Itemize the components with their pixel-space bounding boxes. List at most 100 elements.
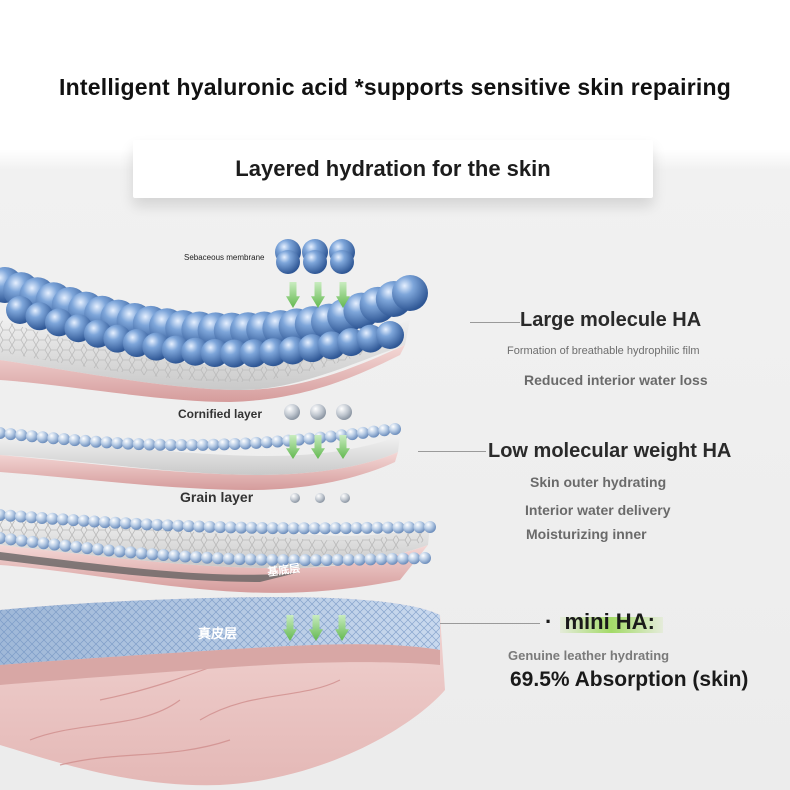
molecule-sphere [69, 434, 81, 446]
molecule-sphere [79, 435, 91, 447]
molecule-sphere [99, 516, 111, 528]
molecule-sphere [298, 522, 310, 534]
molecule-sphere [343, 554, 355, 566]
molecule-sphere [424, 521, 436, 533]
molecule-sphere [272, 435, 284, 447]
molecule-sphere [330, 522, 342, 534]
molecule-sphere [141, 518, 153, 530]
molecule-sphere [172, 520, 184, 532]
mini-ha-heading: · mini HA: [545, 609, 655, 635]
molecule-sphere [48, 538, 60, 550]
molecule-sphere [288, 522, 300, 534]
low-ha-line-2: Interior water delivery [525, 502, 671, 518]
molecule-sphere [193, 521, 205, 533]
molecule-sphere [267, 522, 279, 534]
molecule-sphere [309, 522, 321, 534]
molecule-sphere [204, 521, 216, 533]
molecule-sphere [386, 553, 398, 565]
molecule-sphere [354, 554, 366, 566]
molecule-sphere [59, 540, 71, 552]
molecule-sphere [299, 554, 311, 566]
molecule-sphere [57, 513, 69, 525]
molecule-sphere [111, 437, 123, 449]
molecule-sphere [4, 510, 16, 522]
cornified-layer [0, 423, 401, 490]
large-ha-title: Large molecule HA [520, 309, 701, 332]
cornified-layer-label: Cornified layer [178, 407, 262, 421]
mini-ha-line-2: 69.5% Absorption (skin) [510, 668, 748, 692]
molecule-sphere [47, 432, 59, 444]
molecule-sphere [37, 431, 49, 443]
molecule-sphere [46, 513, 58, 525]
molecule-sphere [208, 439, 220, 451]
molecule-sphere [261, 436, 273, 448]
molecule-sphere [81, 542, 93, 554]
molecule-sphere [168, 550, 180, 562]
molecule-sphere [225, 521, 237, 533]
molecule-sphere [175, 439, 187, 451]
molecule-sphere [246, 522, 258, 534]
molecule-sphere [36, 512, 48, 524]
molecule-sphere [321, 554, 333, 566]
skin-layers-illustration: 基底层 真皮层 Sebaceous membrane Cornified lay… [0, 220, 470, 790]
molecule-sphere [256, 554, 268, 566]
molecule-sphere [143, 438, 155, 450]
molecule-sphere [165, 439, 177, 451]
molecule-sphere [234, 553, 246, 565]
molecule-sphere [183, 520, 195, 532]
molecule-sphere [214, 521, 226, 533]
molecule-sphere [5, 533, 17, 545]
molecule-sphere [414, 521, 426, 533]
molecule-sphere [218, 438, 230, 450]
molecule-sphere [114, 545, 126, 557]
headline: Intelligent hyaluronic acid *supports se… [0, 74, 790, 101]
molecule-sphere [109, 517, 121, 529]
cornified-molecules [284, 404, 352, 420]
molecule-sphere [250, 437, 262, 449]
molecule-sphere [186, 439, 198, 451]
sebaceous-membrane-label: Sebaceous membrane [184, 253, 265, 262]
low-ha-title: Low molecular weight HA [488, 440, 731, 463]
grain-layer-label: Grain layer [180, 489, 254, 505]
molecule-sphere [136, 547, 148, 559]
sebaceous-layer [0, 267, 428, 402]
molecule-sphere [332, 554, 344, 566]
molecule-sphere [346, 428, 358, 440]
molecule-sphere [151, 519, 163, 531]
molecule-sphere [90, 436, 102, 448]
dermis-label: 真皮层 [198, 626, 237, 642]
molecule-sphere [125, 546, 137, 558]
large-ha-line-1: Formation of breathable hydrophilic film [507, 345, 700, 357]
low-ha-line-1: Skin outer hydrating [530, 474, 666, 490]
molecule-sphere [304, 433, 316, 445]
molecule-sphere [408, 552, 420, 564]
molecule-sphere [122, 438, 134, 450]
molecule-sphere [25, 511, 37, 523]
molecule-sphere [147, 548, 159, 560]
molecule-sphere [38, 537, 50, 549]
molecule-sphere [157, 549, 169, 561]
banner-title: Layered hydration for the skin [133, 140, 653, 198]
molecule-sphere [16, 535, 28, 547]
molecule-sphere [179, 551, 191, 563]
molecule-sphere [130, 518, 142, 530]
molecule-sphere [78, 515, 90, 527]
molecule-sphere [70, 541, 82, 553]
molecule-sphere [389, 423, 401, 435]
molecule-sphere [376, 321, 404, 349]
molecule-sphere [103, 544, 115, 556]
molecule-sphere [101, 436, 113, 448]
molecule-sphere [245, 553, 257, 565]
molecule-sphere [197, 439, 209, 451]
mini-ha-line-1: Genuine leather hydrating [508, 648, 669, 663]
molecule-sphere [67, 514, 79, 526]
large-ha-line-2: Reduced interior water loss [524, 372, 708, 388]
molecule-sphere [154, 439, 166, 451]
molecule-sphere [235, 522, 247, 534]
molecule-sphere [375, 553, 387, 565]
molecule-sphere [120, 517, 132, 529]
molecule-sphere [325, 430, 337, 442]
molecule-sphere [201, 552, 213, 564]
grain-layer: 基底层 [0, 509, 436, 593]
connector-line-mini [440, 623, 540, 624]
